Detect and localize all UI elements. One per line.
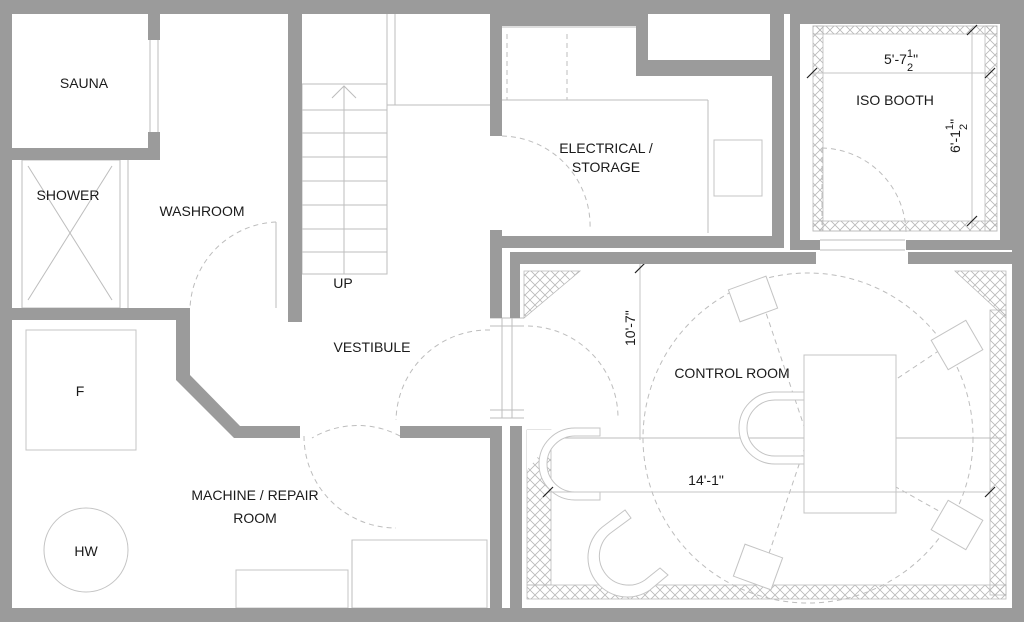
label-storage: STORAGE: [572, 159, 640, 175]
label-water-heater: HW: [74, 543, 98, 559]
label-furnace: F: [76, 383, 85, 399]
label-iso-booth: ISO BOOTH: [856, 92, 934, 108]
label-vestibule: VESTIBULE: [333, 339, 410, 355]
acoustic-panels: [523, 25, 1007, 600]
dim-control-width: 14'-1": [688, 472, 724, 488]
control-room-geometry: [538, 272, 1002, 604]
label-machine-repair: MACHINE / REPAIR: [191, 487, 318, 503]
label-control-room: CONTROL ROOM: [674, 365, 789, 381]
label-shower: SHOWER: [37, 187, 100, 203]
room-labels: SAUNA SHOWER WASHROOM ELECTRICAL / STORA…: [37, 75, 934, 559]
label-sauna: SAUNA: [60, 75, 109, 91]
dimension-lines: [542, 24, 996, 498]
dim-control-depth: 10'-7": [622, 310, 638, 346]
label-washroom: WASHROOM: [159, 203, 244, 219]
label-stairs-up: UP: [333, 275, 352, 291]
door-swings: [189, 135, 907, 529]
label-electrical: ELECTRICAL /: [559, 140, 653, 156]
label-machine-room: ROOM: [233, 510, 277, 526]
interior-lines: [21, 14, 905, 609]
